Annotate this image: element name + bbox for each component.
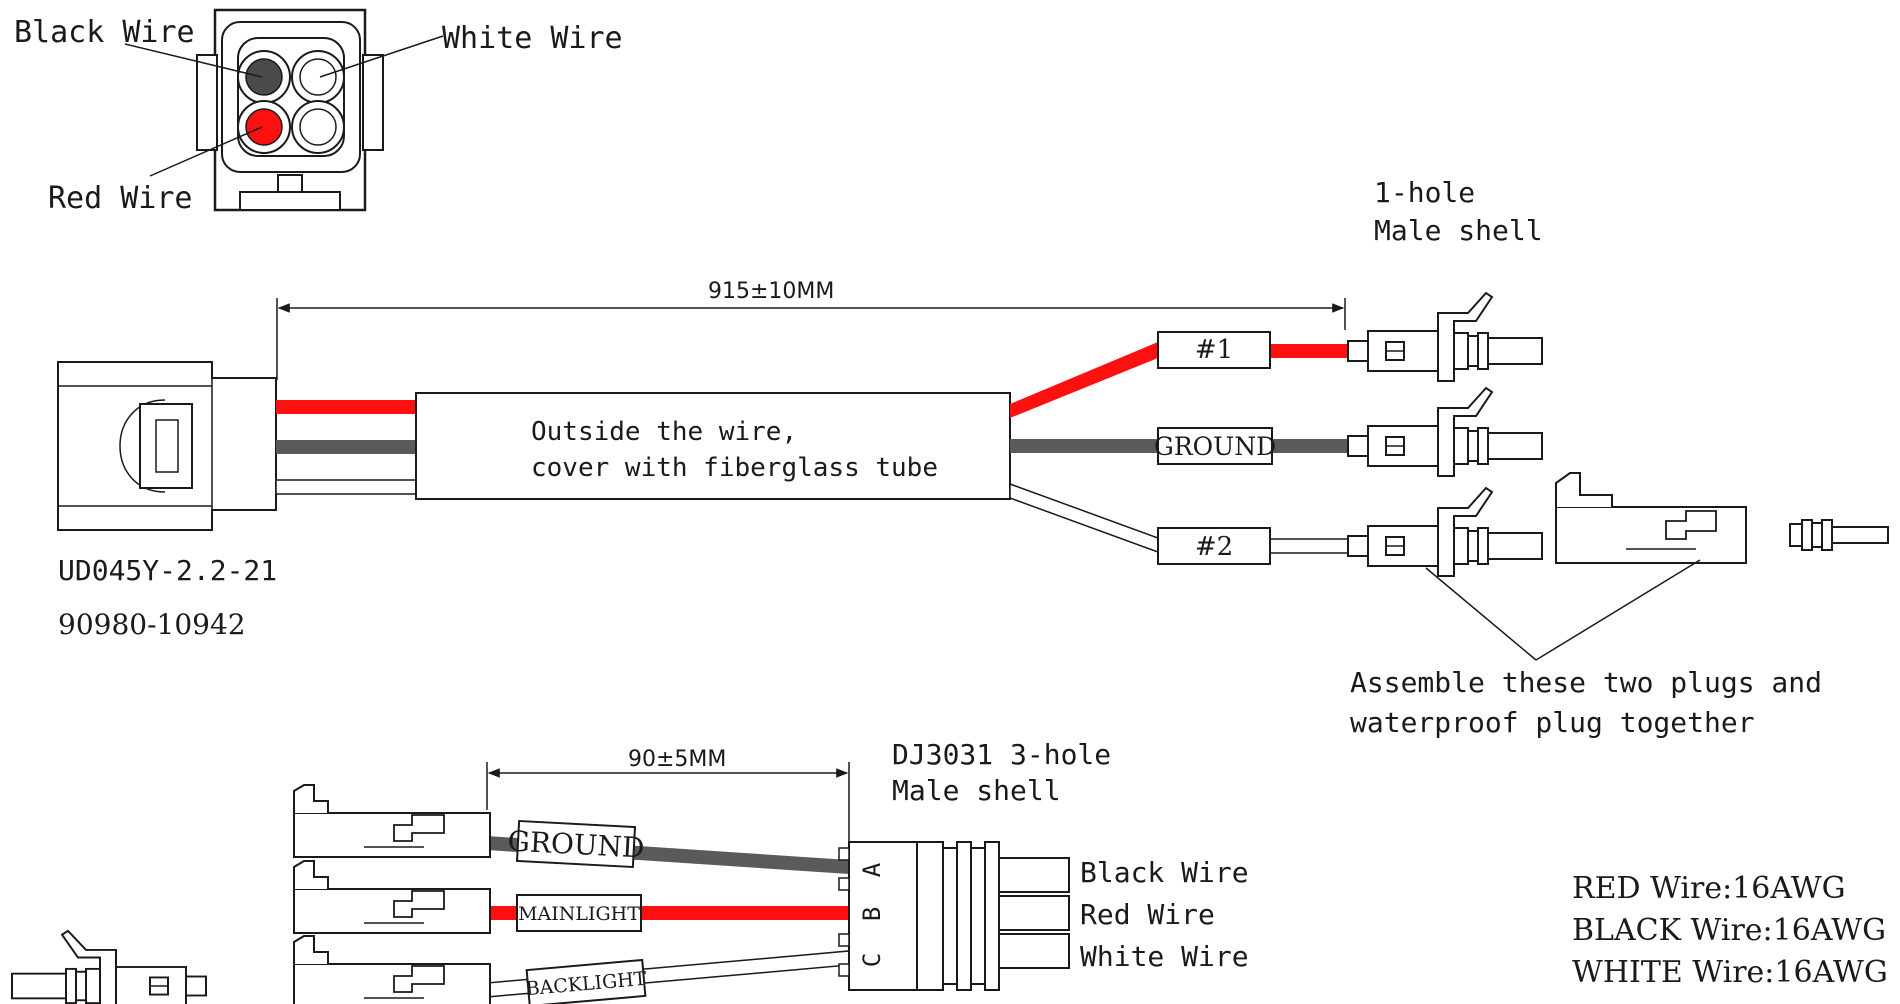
tag-2: [1157, 527, 1271, 565]
spec-black: BLACK Wire:16AWG: [1572, 913, 1886, 948]
sub-male-shell: [11, 929, 207, 1004]
part-number-2: 90980-10942: [58, 608, 246, 641]
tag-ground-label: GROUND: [1154, 432, 1276, 461]
tag-1: [1157, 331, 1271, 369]
connector-face: [124, 8, 444, 212]
sub-dimension-label: 90±5MM: [628, 747, 726, 772]
sub-white-wire-label: White Wire: [1080, 940, 1249, 973]
sub-tag-backlight: BACKLIGHT: [525, 958, 648, 1004]
sub-plug-backlight: [293, 935, 491, 1004]
sub-tag-mainlight: MAINLIGHT: [516, 894, 642, 932]
tube-note-line2: cover with fiberglass tube: [531, 453, 938, 483]
top-white-wire-label: White Wire: [442, 21, 623, 56]
dj3031-connector: [838, 841, 1070, 991]
sub-tag-ground: GROUND: [507, 819, 645, 869]
male-shell-1: [1347, 292, 1543, 382]
top-black-wire-label: Black Wire: [14, 15, 195, 50]
assemble-note-line2: waterproof plug together: [1350, 706, 1755, 739]
tube-note-line1: Outside the wire,: [531, 417, 797, 447]
main-dimension-label: 915±10MM: [708, 279, 834, 304]
sub-red-wire-label: Red Wire: [1080, 898, 1215, 931]
pin-c-label: C: [858, 953, 886, 967]
tag-ground: [1157, 427, 1273, 465]
female-mating-plug: [1555, 472, 1747, 564]
spec-red: RED Wire:16AWG: [1572, 871, 1846, 906]
male-shell-2: [1347, 487, 1543, 577]
tag-1-label: #1: [1195, 335, 1233, 365]
pin-b-label: B: [858, 907, 886, 921]
sub-plug-ground: [293, 784, 491, 858]
sub-tag-ground-label: GROUND: [507, 824, 645, 864]
tag-2-label: #2: [1195, 532, 1233, 562]
pin-a-label: A: [858, 862, 886, 877]
shell-label-line1: 1-hole: [1374, 176, 1475, 209]
part-number-1: UD045Y-2.2-21: [58, 554, 277, 587]
dj3031-label-line1: DJ3031 3-hole: [892, 738, 1111, 771]
shell-label-line2: Male shell: [1374, 214, 1543, 247]
assemble-note-line1: Assemble these two plugs and: [1350, 666, 1822, 699]
male-shell-ground: [1347, 387, 1543, 477]
main-connector: [57, 361, 277, 531]
main-dimension: [276, 298, 1346, 380]
waterproof-plug: [1789, 519, 1889, 551]
dj3031-label-line2: Male shell: [892, 774, 1061, 807]
fiberglass-tube: [415, 392, 1011, 500]
sub-plug-mainlight: [293, 860, 491, 934]
top-red-wire-label: Red Wire: [48, 181, 193, 216]
spec-white: WHITE Wire:16AWG: [1572, 955, 1888, 990]
sub-black-wire-label: Black Wire: [1080, 856, 1249, 889]
sub-tag-mainlight-label: MAINLIGHT: [518, 903, 640, 925]
